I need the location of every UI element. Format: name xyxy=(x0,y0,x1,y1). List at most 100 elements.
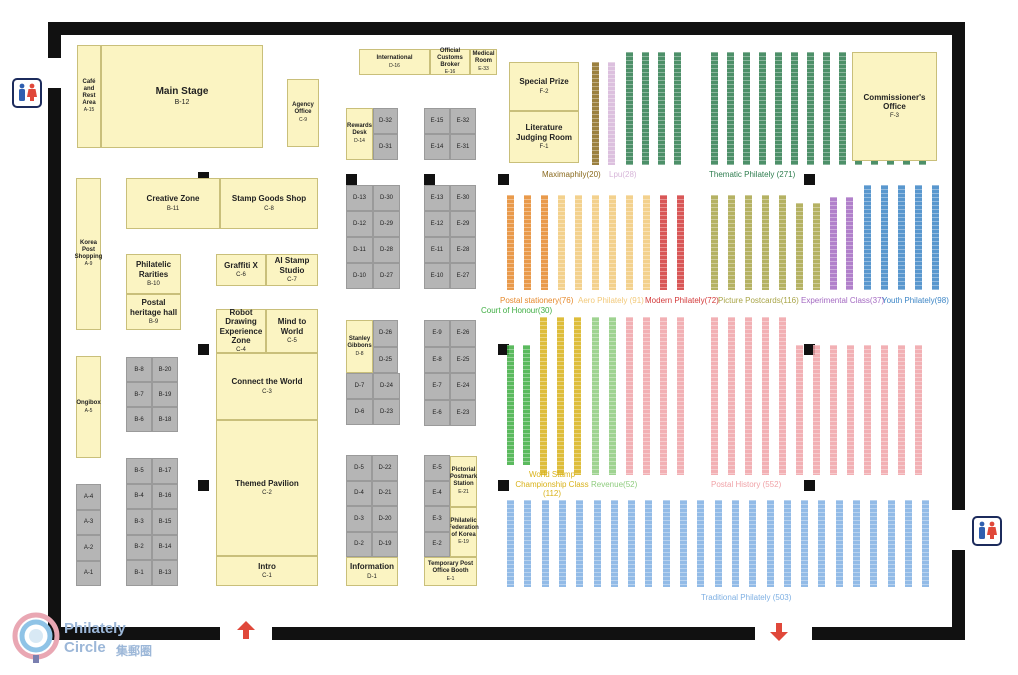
grey-booth: B-19 xyxy=(152,382,178,407)
booth-code: C-7 xyxy=(287,276,297,283)
booth-name: Stamp Goods Shop xyxy=(231,194,307,204)
wall-segment xyxy=(812,627,965,640)
booth-name: Medical Room xyxy=(472,51,495,65)
frame-postal_history xyxy=(898,345,905,475)
grey-booth: D-3 xyxy=(346,506,372,532)
grey-booth: D-7 xyxy=(346,373,373,399)
frame-traditional xyxy=(662,500,670,587)
frame-postal_history xyxy=(728,317,735,475)
class-label-court: Court of Honour(30) xyxy=(481,306,553,315)
grey-booth: D-5 xyxy=(346,455,372,481)
wall-segment xyxy=(272,627,755,640)
frame-traditional xyxy=(610,500,618,587)
frame-postal_history xyxy=(881,345,888,475)
booth-name: Creative Zone xyxy=(146,194,200,204)
grey-booth: B-14 xyxy=(152,534,178,560)
pillar xyxy=(804,344,815,355)
frame-lpu xyxy=(608,62,615,165)
grey-booth: D-21 xyxy=(372,480,398,506)
frame-thematic xyxy=(658,52,665,165)
frame-youth xyxy=(864,185,871,290)
booth-name: Philatelic Rarities xyxy=(135,260,172,279)
pillar xyxy=(48,480,59,491)
booth-name: Pictorial Postmark Station xyxy=(449,467,478,488)
booth-code: D-14 xyxy=(354,138,365,145)
grey-booth: A-2 xyxy=(76,535,101,561)
pillar xyxy=(48,172,59,183)
grey-booth: B-7 xyxy=(126,382,152,407)
grey-booth: D-30 xyxy=(373,185,400,211)
frame-postal_history xyxy=(660,317,667,475)
frame-aero xyxy=(643,195,650,290)
door-gap xyxy=(48,58,61,88)
frame-thematic xyxy=(626,52,633,165)
grey-booth: E-12 xyxy=(424,211,450,237)
grey-booth: B-3 xyxy=(126,509,152,535)
frame-wsc xyxy=(574,317,581,475)
booth-code: F-2 xyxy=(539,88,549,95)
booth-code: D-1 xyxy=(367,573,377,580)
frame-picture xyxy=(728,195,735,290)
grey-booth: E-9 xyxy=(424,320,450,347)
booth-name: Special Prize xyxy=(519,77,569,87)
grey-booth: D-13 xyxy=(346,185,373,211)
booth-name: Graffiti X xyxy=(224,260,258,270)
booth-code: E-21 xyxy=(458,488,469,495)
frame-postal_history xyxy=(711,317,718,475)
pillar xyxy=(198,344,209,355)
logo-text-cjk: 集郵圈 xyxy=(116,644,153,658)
booth-code: C-1 xyxy=(262,573,272,580)
frame-postal_history xyxy=(643,317,650,475)
frame-postal_history xyxy=(864,345,871,475)
frame-thematic xyxy=(674,52,681,165)
restroom-icon xyxy=(12,78,42,108)
grey-booth: E-30 xyxy=(450,185,476,211)
booth-name: Agency Office xyxy=(292,102,314,116)
booth-name: Rewards Desk xyxy=(347,123,373,137)
frame-postal_history xyxy=(915,345,922,475)
pillar xyxy=(804,174,815,185)
philately-circle-logo: Philately Circle 集郵圈 xyxy=(12,612,162,664)
frame-traditional xyxy=(645,500,653,587)
pillar xyxy=(198,480,209,491)
grey-booth: B-15 xyxy=(152,509,178,535)
grey-booth: E-7 xyxy=(424,373,450,400)
frame-youth xyxy=(932,185,939,290)
frame-traditional xyxy=(714,500,722,587)
frame-traditional xyxy=(818,500,826,587)
wall-segment xyxy=(48,22,965,35)
grey-booth: D-31 xyxy=(373,134,398,160)
frame-traditional xyxy=(887,500,895,587)
grey-booth: D-26 xyxy=(373,320,398,347)
grey-booth: A-3 xyxy=(76,509,101,535)
grey-booth: B-4 xyxy=(126,483,152,509)
booth-code: F-3 xyxy=(890,113,899,120)
frame-picture xyxy=(711,195,718,290)
frame-court xyxy=(507,345,514,465)
grey-booth: D-2 xyxy=(346,531,372,557)
frame-traditional xyxy=(628,500,636,587)
grey-booth: E-25 xyxy=(450,346,476,373)
door-gap xyxy=(952,510,965,550)
grey-booth: E-10 xyxy=(424,263,450,289)
frame-thematic xyxy=(791,52,798,165)
frame-youth xyxy=(881,185,888,290)
grey-booth: E-15 xyxy=(424,108,450,134)
booth-name: Philatelic Federation of Korea xyxy=(448,517,479,538)
booth-name: Official Customs Broker xyxy=(437,47,463,68)
booth-name: Connect the World xyxy=(231,377,303,387)
grey-booth: B-13 xyxy=(152,560,178,586)
booth-name: Ongibox xyxy=(76,399,101,406)
frame-picture xyxy=(813,203,820,290)
frame-postal_history xyxy=(813,345,820,475)
